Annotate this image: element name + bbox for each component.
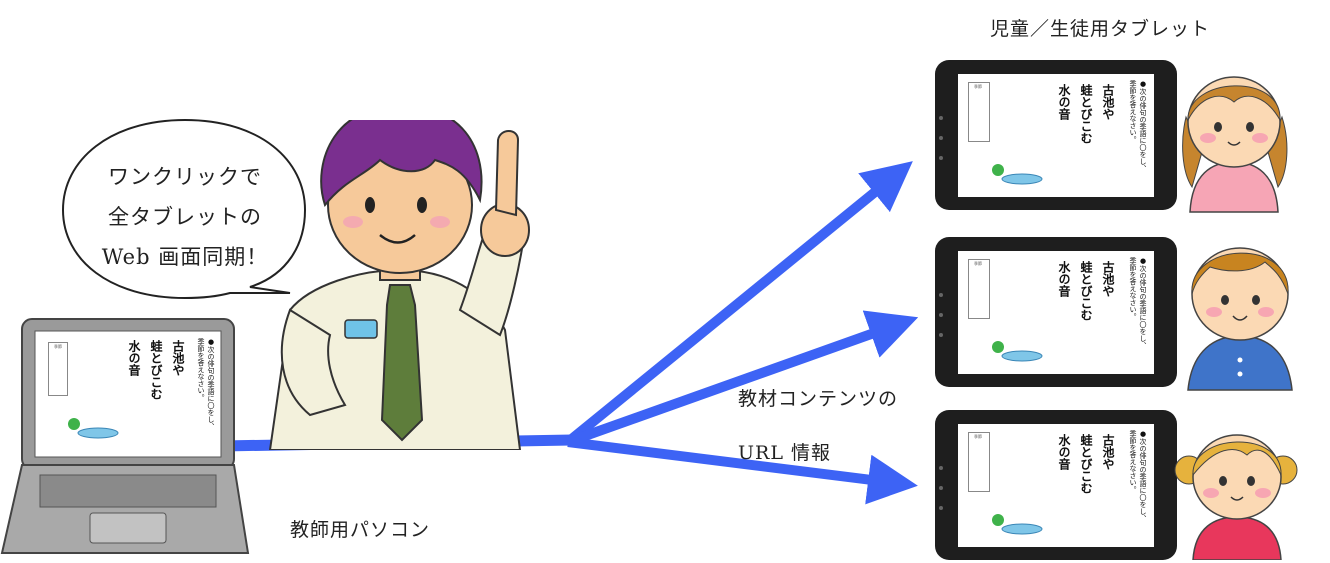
laptop-screen: ●次の俳句の季語に〇をし、 季節を答えなさい。 古池や 蛙とびこむ 水の音 季節 <box>36 332 220 456</box>
answer-box <box>48 342 68 396</box>
student-boy <box>1187 247 1293 391</box>
haiku-line-2: 蛙とびこむ <box>149 340 163 400</box>
haiku-line-3: 水の音 <box>1057 261 1071 297</box>
answer-box <box>968 432 990 492</box>
question-text: ●次の俳句の季語に〇をし、 <box>1139 80 1147 172</box>
tablet-screen: ●次の俳句の季語に〇をし、 季節を答えなさい。 古池や 蛙とびこむ 水の音 季節 <box>958 251 1154 374</box>
question-text: ●次の俳句の季語に〇をし、 <box>1139 257 1147 349</box>
speech-bubble-shape <box>61 118 307 300</box>
frog-pond-icon <box>68 418 119 439</box>
frog-pond-icon <box>992 514 1043 535</box>
teacher-laptop: ●次の俳句の季語に〇をし、 季節を答えなさい。 古池や 蛙とびこむ 水の音 季節 <box>0 315 250 560</box>
question-text-2: 季節を答えなさい。 <box>1129 257 1137 320</box>
bubble-line-2: 全タブレットの <box>108 205 262 229</box>
content-label-line-2: URL 情報 <box>738 442 831 464</box>
question-text-2: 季節を答えなさい。 <box>1129 430 1137 493</box>
haiku-line-3: 水の音 <box>127 340 141 376</box>
student-girl-2 <box>1174 434 1298 560</box>
frog-pond-icon <box>992 341 1043 362</box>
haiku-line-3: 水の音 <box>1057 84 1071 120</box>
student-tablets-label: 児童／生徒用タブレット <box>990 18 1211 40</box>
answer-label: 季節 <box>974 84 982 89</box>
frog-pond-icon <box>992 164 1043 185</box>
question-text-2: 季節を答えなさい。 <box>197 338 205 401</box>
haiku-line-2: 蛙とびこむ <box>1079 84 1093 144</box>
teacher-illustration <box>268 120 530 450</box>
haiku-line-1: 古池や <box>1101 434 1115 470</box>
question-text-2: 季節を答えなさい。 <box>1129 80 1137 143</box>
student-girl-1 <box>1182 76 1288 213</box>
content-label-line-1: 教材コンテンツの <box>738 388 899 410</box>
answer-box <box>968 82 990 142</box>
bubble-line-3: Web 画面同期！ <box>101 245 269 269</box>
answer-label: 季節 <box>974 434 982 439</box>
question-text: ●次の俳句の季語に〇をし、 <box>207 338 215 430</box>
student-tablet-2: ●次の俳句の季語に〇をし、 季節を答えなさい。 古池や 蛙とびこむ 水の音 季節 <box>933 235 1179 390</box>
student-tablet-1: ●次の俳句の季語に〇をし、 季節を答えなさい。 古池や 蛙とびこむ 水の音 季節 <box>933 58 1179 213</box>
answer-box <box>968 259 990 319</box>
haiku-line-1: 古池や <box>171 340 185 376</box>
arrow-to-tablet-2 <box>566 310 919 447</box>
speech-bubble: ワンクリックで 全タブレットの Web 画面同期！ <box>55 115 315 300</box>
answer-label: 季節 <box>974 261 982 266</box>
tablet-screen: ●次の俳句の季語に〇をし、 季節を答えなさい。 古池や 蛙とびこむ 水の音 季節 <box>958 74 1154 197</box>
student-tablet-3: ●次の俳句の季語に〇をし、 季節を答えなさい。 古池や 蛙とびこむ 水の音 季節 <box>933 408 1179 563</box>
answer-label: 季節 <box>54 344 62 349</box>
question-text: ●次の俳句の季語に〇をし、 <box>1139 430 1147 522</box>
teacher-pc-label: 教師用パソコン <box>290 519 431 541</box>
tablet-screen: ●次の俳句の季語に〇をし、 季節を答えなさい。 古池や 蛙とびこむ 水の音 季節 <box>958 424 1154 547</box>
bubble-line-1: ワンクリックで <box>108 165 262 189</box>
haiku-line-2: 蛙とびこむ <box>1079 261 1093 321</box>
arrow-to-tablet-1 <box>564 161 913 446</box>
haiku-line-3: 水の音 <box>1057 434 1071 470</box>
haiku-line-1: 古池や <box>1101 84 1115 120</box>
haiku-line-1: 古池や <box>1101 261 1115 297</box>
haiku-line-2: 蛙とびこむ <box>1079 434 1093 494</box>
arrow-to-tablet-3 <box>567 437 918 505</box>
